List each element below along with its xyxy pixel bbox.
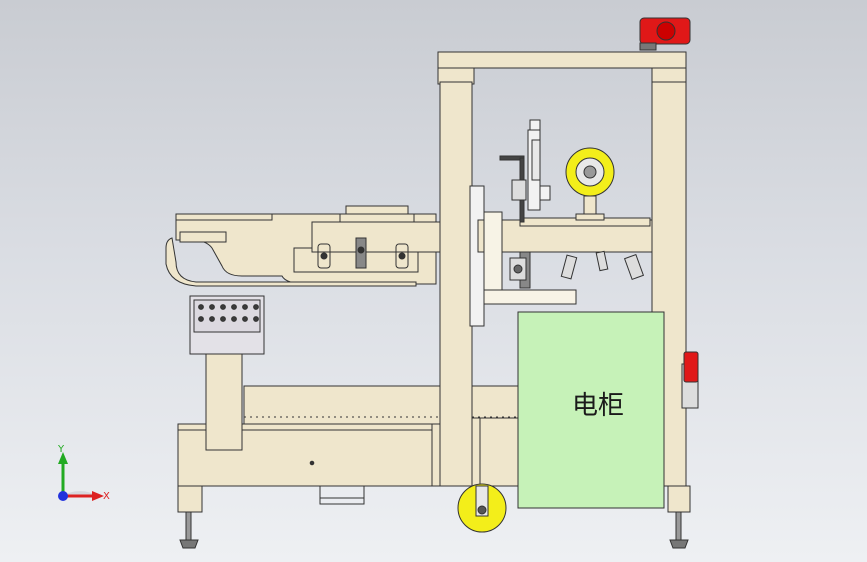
- adjust-bracket: [293, 221, 441, 273]
- x-axis-arrowhead: [92, 491, 104, 501]
- left-column: [439, 81, 473, 487]
- cabinet-label: 电柜: [572, 391, 624, 421]
- carriage: [477, 211, 653, 293]
- tape-cylinder: [499, 119, 551, 223]
- y-axis-arrowhead: [58, 452, 68, 464]
- axis-triad: Y X: [57, 444, 110, 502]
- control-panel: [189, 295, 265, 451]
- side-belt-drive: [469, 185, 485, 327]
- bottom-tape-roll: [457, 483, 507, 533]
- top-crossbar: [437, 51, 687, 85]
- top-motor: [639, 17, 691, 51]
- y-axis-label: Y: [57, 444, 65, 455]
- x-axis-label: X: [103, 491, 110, 502]
- lower-plate: [483, 289, 577, 305]
- leveling-foot-right: [669, 511, 689, 549]
- guide-rollers: [509, 250, 645, 281]
- leveling-foot-left: [179, 511, 199, 549]
- side-motor: [683, 351, 699, 383]
- electrical-cabinet: [517, 311, 665, 509]
- z-axis-dot: [58, 491, 68, 501]
- control-buttons: [198, 304, 259, 322]
- tape-roll: [565, 147, 615, 221]
